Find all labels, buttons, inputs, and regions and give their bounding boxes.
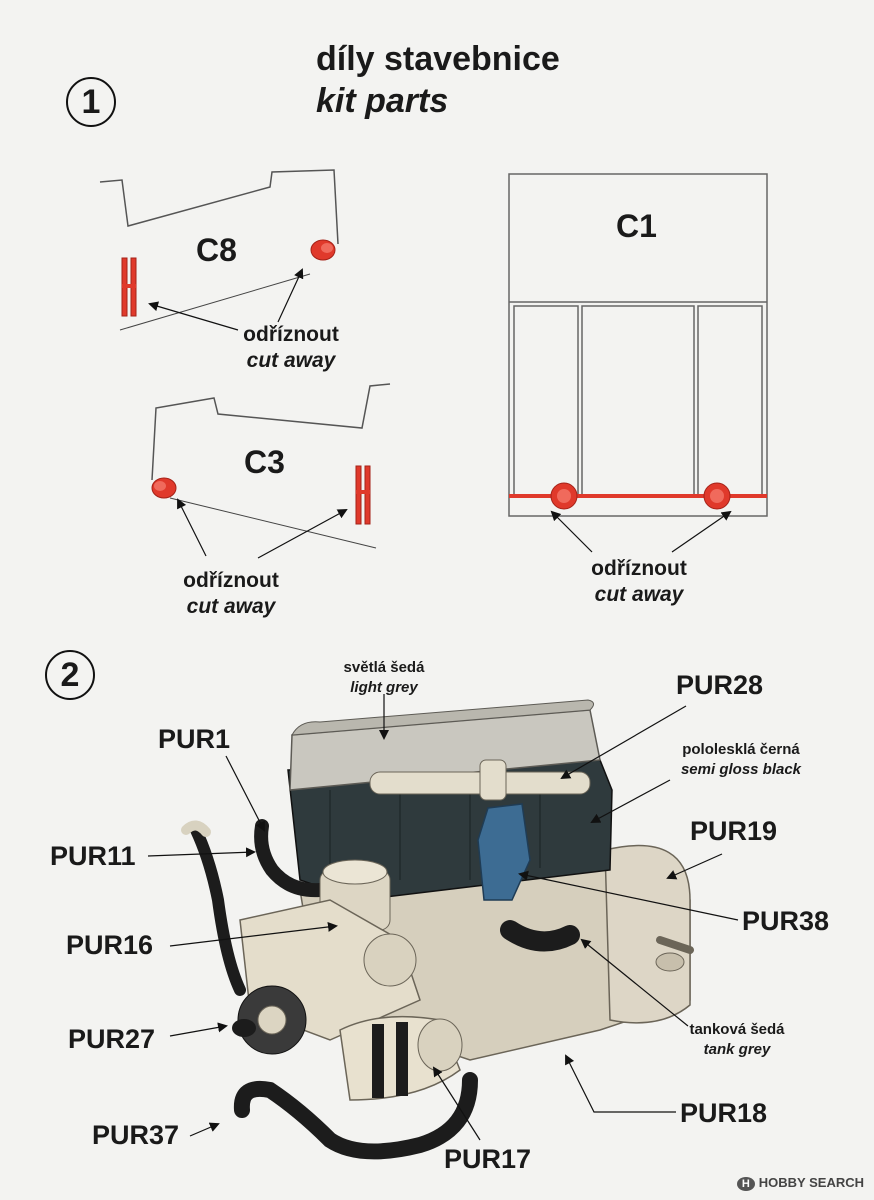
cut-note-c3-cz: odříznout [183, 569, 279, 592]
arrow-pur38 [518, 870, 739, 921]
c8-arrow-right [277, 268, 304, 323]
watermark-text: HOBBY SEARCH [758, 1175, 864, 1190]
step-number-1: 1 [66, 77, 116, 127]
watermark-logo: H [736, 1177, 755, 1191]
cut-note-c3-en: cut away [186, 595, 276, 618]
part-label-c8: C8 [196, 232, 237, 268]
c1-arrow-right [671, 510, 732, 553]
arrow-pur11 [147, 847, 256, 858]
label-pur28: PUR28 [676, 670, 764, 700]
arrow-semi-gloss-black [590, 779, 671, 823]
title-english: kit parts [316, 82, 449, 120]
arrow-pur17 [432, 1066, 481, 1141]
cut-note-c3: odříznout cut away [176, 568, 286, 620]
cut-note-c8-en: cut away [246, 349, 336, 372]
c8-cut-sprue-left [121, 257, 137, 317]
label-pur11: PUR11 [50, 841, 136, 871]
c1-arrow-left [550, 510, 593, 553]
c8-cut-peg-right [310, 239, 336, 261]
arrow-pur27 [169, 1022, 228, 1037]
label-pur1: PUR1 [158, 724, 231, 754]
cut-note-c1-cz: odříznout [591, 557, 687, 580]
arrow-pur37 [189, 1122, 220, 1137]
part-label-c3: C3 [244, 444, 285, 480]
c1-cut-peg-right [703, 482, 731, 510]
cut-note-c8: odříznout cut away [236, 322, 346, 374]
arrow-pur28 [560, 705, 687, 780]
c8-arrow-left [148, 301, 239, 331]
note-tank-grey-cz: tanková šedá [689, 1021, 785, 1038]
note-semi-gloss-black-en: semi gloss black [680, 761, 802, 778]
part-label-c1: C1 [616, 208, 657, 244]
engine-leader-lines [147, 694, 739, 1141]
note-light-grey: světlá šedá light grey [322, 658, 446, 698]
cut-note-c1-en: cut away [594, 583, 684, 606]
arrow-tank-grey [580, 938, 689, 1027]
cut-note-c1: odříznout cut away [584, 556, 694, 608]
note-semi-gloss-black-cz: pololesklá černá [682, 741, 800, 758]
step-number-1-label: 1 [81, 82, 101, 121]
c3-cut-line [169, 497, 377, 549]
step-number-2: 2 [45, 650, 95, 700]
c3-arrow-right [257, 509, 348, 559]
note-tank-grey: tanková šedá tank grey [682, 1020, 792, 1060]
c3-cut-sprue-right [355, 465, 371, 525]
part-c3-outline [151, 383, 391, 481]
label-pur27: PUR27 [68, 1024, 156, 1054]
engine-illustration [181, 699, 694, 1160]
note-light-grey-cz: světlá šedá [343, 659, 425, 676]
label-pur17: PUR17 [444, 1144, 532, 1174]
note-light-grey-en: light grey [350, 679, 418, 696]
note-semi-gloss-black: pololesklá černá semi gloss black [666, 740, 816, 780]
label-pur18: PUR18 [680, 1098, 768, 1128]
label-pur37: PUR37 [92, 1120, 180, 1150]
arrow-pur18 [565, 1054, 676, 1113]
label-pur38: PUR38 [742, 906, 830, 936]
c3-cut-peg-left [151, 477, 177, 499]
c8-cut-line [119, 273, 311, 331]
label-pur16: PUR16 [66, 930, 154, 960]
part-c8-outline [99, 169, 339, 245]
arrow-pur19 [666, 853, 723, 880]
c1-cut-peg-left [550, 482, 578, 510]
cut-note-c8-cz: odříznout [243, 323, 339, 346]
arrow-pur16 [169, 921, 338, 947]
note-tank-grey-en: tank grey [703, 1041, 771, 1058]
label-pur19: PUR19 [690, 816, 778, 846]
step-number-2-label: 2 [60, 655, 80, 694]
c3-arrow-left [177, 498, 207, 557]
arrow-pur1 [225, 755, 265, 832]
title-czech: díly stavebnice [316, 40, 560, 78]
